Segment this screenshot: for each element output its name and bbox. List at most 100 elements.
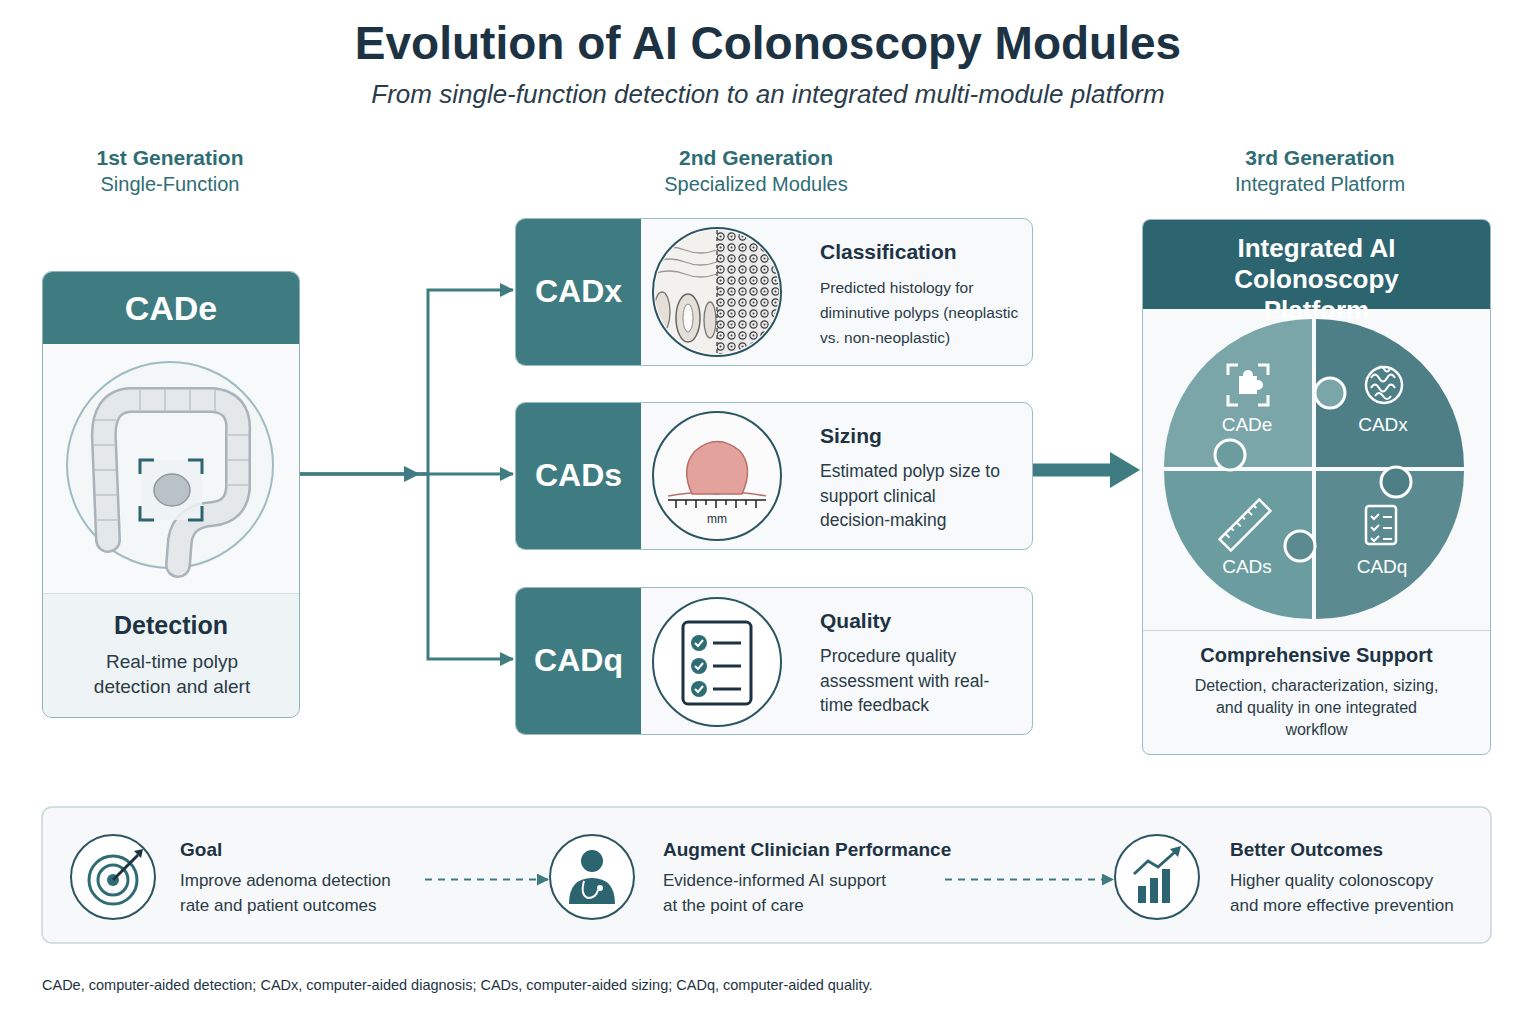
polyp-sizing-illustration bbox=[653, 412, 781, 540]
histology-illustration bbox=[716, 230, 718, 354]
module-description: Predicted histology for diminutive polyp… bbox=[820, 275, 1033, 350]
goal-icon bbox=[113, 855, 138, 880]
puzzle-icons bbox=[1220, 365, 1402, 550]
puzzle-tabs bbox=[1285, 531, 1315, 561]
diagram-title: Evolution of AI Colonoscopy Modules bbox=[0, 16, 1536, 70]
puzzle-icons bbox=[1383, 517, 1392, 539]
puzzle-piece: CADx bbox=[1316, 319, 1464, 467]
goal-icon bbox=[89, 856, 137, 904]
colon-illustration bbox=[67, 362, 273, 568]
puzzle-shape bbox=[1164, 319, 1312, 467]
generation-heading: 2nd Generation bbox=[606, 146, 906, 170]
outcomes-icon bbox=[1150, 878, 1158, 903]
polyp-sizing-illustration bbox=[687, 442, 748, 495]
histology-illustration bbox=[653, 228, 781, 356]
histology-illustration bbox=[676, 294, 700, 342]
module-title: Sizing bbox=[820, 424, 882, 448]
colon-illustration bbox=[104, 400, 238, 565]
goal-heading: Goal bbox=[180, 839, 222, 861]
goal-description: Evidence-informed AI support at the poin… bbox=[663, 868, 903, 918]
colon-illustration bbox=[104, 400, 238, 565]
goal-heading: Better Outcomes bbox=[1230, 839, 1383, 861]
puzzle-icons bbox=[1220, 500, 1271, 551]
goal-item: Augment Clinician PerformanceEvidence-in… bbox=[550, 830, 945, 925]
puzzle-icons bbox=[1371, 367, 1395, 400]
goal-icon bbox=[107, 874, 119, 886]
module-code: CADx bbox=[516, 219, 641, 365]
clinician-icon bbox=[550, 835, 634, 919]
outcomes-icon bbox=[1115, 835, 1199, 919]
trunk-arrowhead bbox=[404, 466, 420, 482]
checklist-illustration bbox=[653, 598, 781, 726]
trunk-arrowhead bbox=[404, 466, 420, 482]
goal-item: Better OutcomesHigher quality colonoscop… bbox=[1115, 830, 1485, 925]
generation-subheading: Integrated Platform bbox=[1170, 173, 1470, 196]
puzzle-icons bbox=[1366, 367, 1402, 403]
puzzle-shape bbox=[1164, 471, 1312, 619]
colon-illustration bbox=[140, 460, 202, 520]
module-box: CADx ClassificationPredicted histology fo… bbox=[515, 218, 1033, 366]
puzzle-tabs bbox=[1215, 378, 1411, 561]
histology-illustration bbox=[717, 228, 781, 356]
block-arrow bbox=[1033, 464, 1112, 477]
puzzle-tabs bbox=[1315, 378, 1345, 408]
goal-band bbox=[42, 807, 1491, 943]
colon-illustration bbox=[67, 362, 273, 568]
branch-connector bbox=[300, 473, 513, 476]
puzzle-icons bbox=[1371, 514, 1379, 541]
puzzle-shape bbox=[1164, 471, 1312, 619]
outcomes-icon bbox=[1162, 869, 1170, 903]
module-box: CADeDetectionReal-time polyp detection a… bbox=[42, 271, 300, 718]
module-box: CADqQualityProcedure quality assessment … bbox=[515, 587, 1033, 735]
checklist-illustration bbox=[653, 598, 781, 726]
puzzle-shape bbox=[1316, 471, 1464, 619]
module-description: Real-time polyp detection and alert bbox=[67, 649, 277, 699]
histology-illustration bbox=[654, 292, 670, 332]
dashed-arrow bbox=[945, 879, 1113, 881]
puzzle-label: CADx bbox=[1343, 414, 1423, 436]
histology-illustration bbox=[653, 228, 717, 356]
module-title: Classification bbox=[820, 240, 957, 264]
platform-box: Integrated AI Colonoscopy PlatformCompre… bbox=[1142, 219, 1491, 755]
platform-description: Detection, characterization, sizing, and… bbox=[1184, 675, 1449, 741]
puzzle-piece: CADs bbox=[1164, 471, 1312, 619]
module-title: Quality bbox=[820, 609, 891, 633]
colon-illustration bbox=[142, 460, 202, 520]
puzzle-shape bbox=[1316, 319, 1464, 467]
goal-item: GoalImprove adenoma detection rate and p… bbox=[70, 830, 425, 925]
puzzle-icons bbox=[1220, 500, 1271, 551]
ruler-unit: mm bbox=[697, 512, 737, 526]
goal-heading: Augment Clinician Performance bbox=[663, 839, 951, 861]
puzzle-label: CADq bbox=[1342, 556, 1422, 578]
generation-subheading: Specialized Modules bbox=[606, 173, 906, 196]
dashed-arrow bbox=[425, 879, 548, 881]
module-description: Procedure quality assessment with real-t… bbox=[820, 644, 1005, 718]
module-code: CADe bbox=[43, 272, 299, 344]
generation-heading: 3rd Generation bbox=[1170, 146, 1470, 170]
checklist-illustration bbox=[695, 640, 703, 692]
diagram-subtitle: From single-function detection to an int… bbox=[168, 79, 1368, 110]
goal-icon bbox=[98, 865, 128, 895]
checklist-illustration bbox=[683, 622, 751, 704]
histology-illustration bbox=[653, 228, 781, 356]
goal-description: Improve adenoma detection rate and patie… bbox=[180, 868, 405, 918]
colon-illustration bbox=[94, 389, 249, 520]
generation-subheading: Single-Function bbox=[20, 173, 320, 196]
module-description: Estimated polyp size to support clinical… bbox=[820, 459, 1005, 533]
histology-illustration bbox=[683, 304, 693, 332]
puzzle-shape bbox=[1316, 471, 1464, 619]
puzzle-tabs bbox=[1215, 440, 1245, 470]
puzzle-label: CADs bbox=[1207, 556, 1287, 578]
outcomes-icon bbox=[1170, 846, 1181, 857]
puzzle-piece: CADe bbox=[1164, 319, 1312, 467]
outcomes-icon bbox=[1134, 851, 1176, 874]
goal-description: Higher quality colonoscopy and more effe… bbox=[1230, 868, 1460, 918]
polyp-sizing-illustration bbox=[668, 492, 766, 496]
histology-illustration bbox=[653, 228, 781, 356]
outcomes-icon bbox=[1115, 835, 1199, 919]
checklist-illustration bbox=[691, 635, 707, 651]
goal-icon bbox=[71, 835, 155, 919]
puzzle-icons bbox=[1228, 365, 1268, 405]
